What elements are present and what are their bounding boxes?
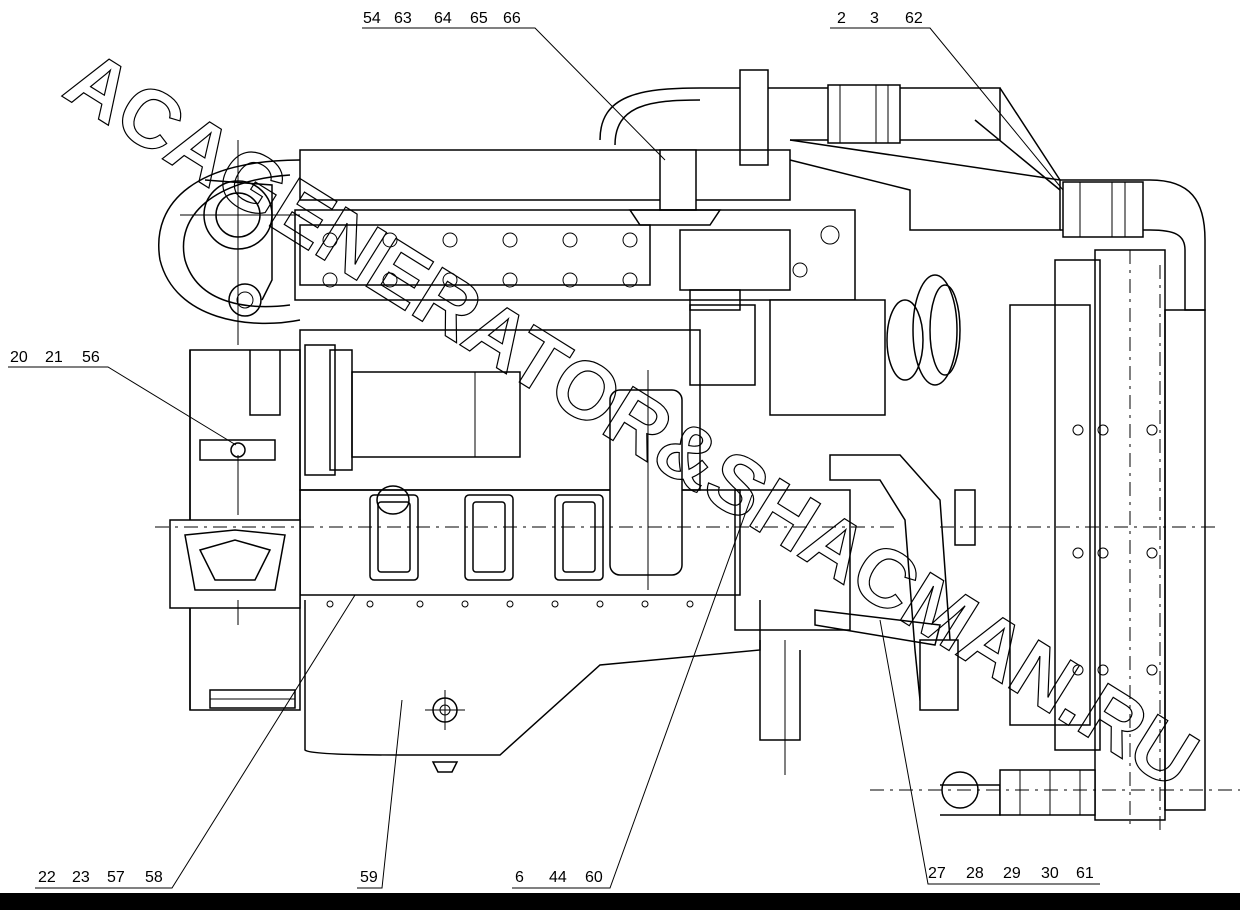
engine-body — [155, 69, 1240, 830]
callout-number: 60 — [585, 869, 603, 886]
callout-number: 65 — [470, 10, 488, 27]
callout-bottom-4: 27 28 29 30 61 — [879, 619, 1100, 885]
callout-top-left: 54 63 64 65 66 — [362, 10, 666, 161]
callout-number: 57 — [107, 869, 125, 886]
callout-number: 27 — [928, 865, 946, 882]
callout-number: 21 — [45, 349, 63, 366]
callout-number: 61 — [1076, 865, 1094, 882]
callout-number: 62 — [905, 10, 923, 27]
callout-number: 54 — [363, 10, 381, 27]
callout-number: 58 — [145, 869, 163, 886]
callout-number: 29 — [1003, 865, 1021, 882]
callout-number: 28 — [966, 865, 984, 882]
callout-number: 30 — [1041, 865, 1059, 882]
callout-number: 22 — [38, 869, 56, 886]
bottom-border — [0, 893, 1240, 910]
callout-number: 3 — [870, 10, 879, 27]
callout-number: 6 — [515, 869, 524, 886]
callout-bottom-2: 59 — [357, 699, 403, 889]
callout-number: 20 — [10, 349, 28, 366]
callout-number: 2 — [837, 10, 846, 27]
callout-number: 63 — [394, 10, 412, 27]
callout-number: 64 — [434, 10, 452, 27]
callout-bottom-3: 6 44 60 — [512, 494, 753, 889]
callout-number: 56 — [82, 349, 100, 366]
callout-top-right: 2 3 62 — [830, 10, 1064, 191]
callout-number: 59 — [360, 869, 378, 886]
callout-left: 20 21 56 — [8, 349, 237, 446]
callout-bottom-1: 22 23 57 58 — [35, 594, 356, 889]
callout-number: 23 — [72, 869, 90, 886]
callout-number: 66 — [503, 10, 521, 27]
callout-number: 44 — [549, 869, 567, 886]
